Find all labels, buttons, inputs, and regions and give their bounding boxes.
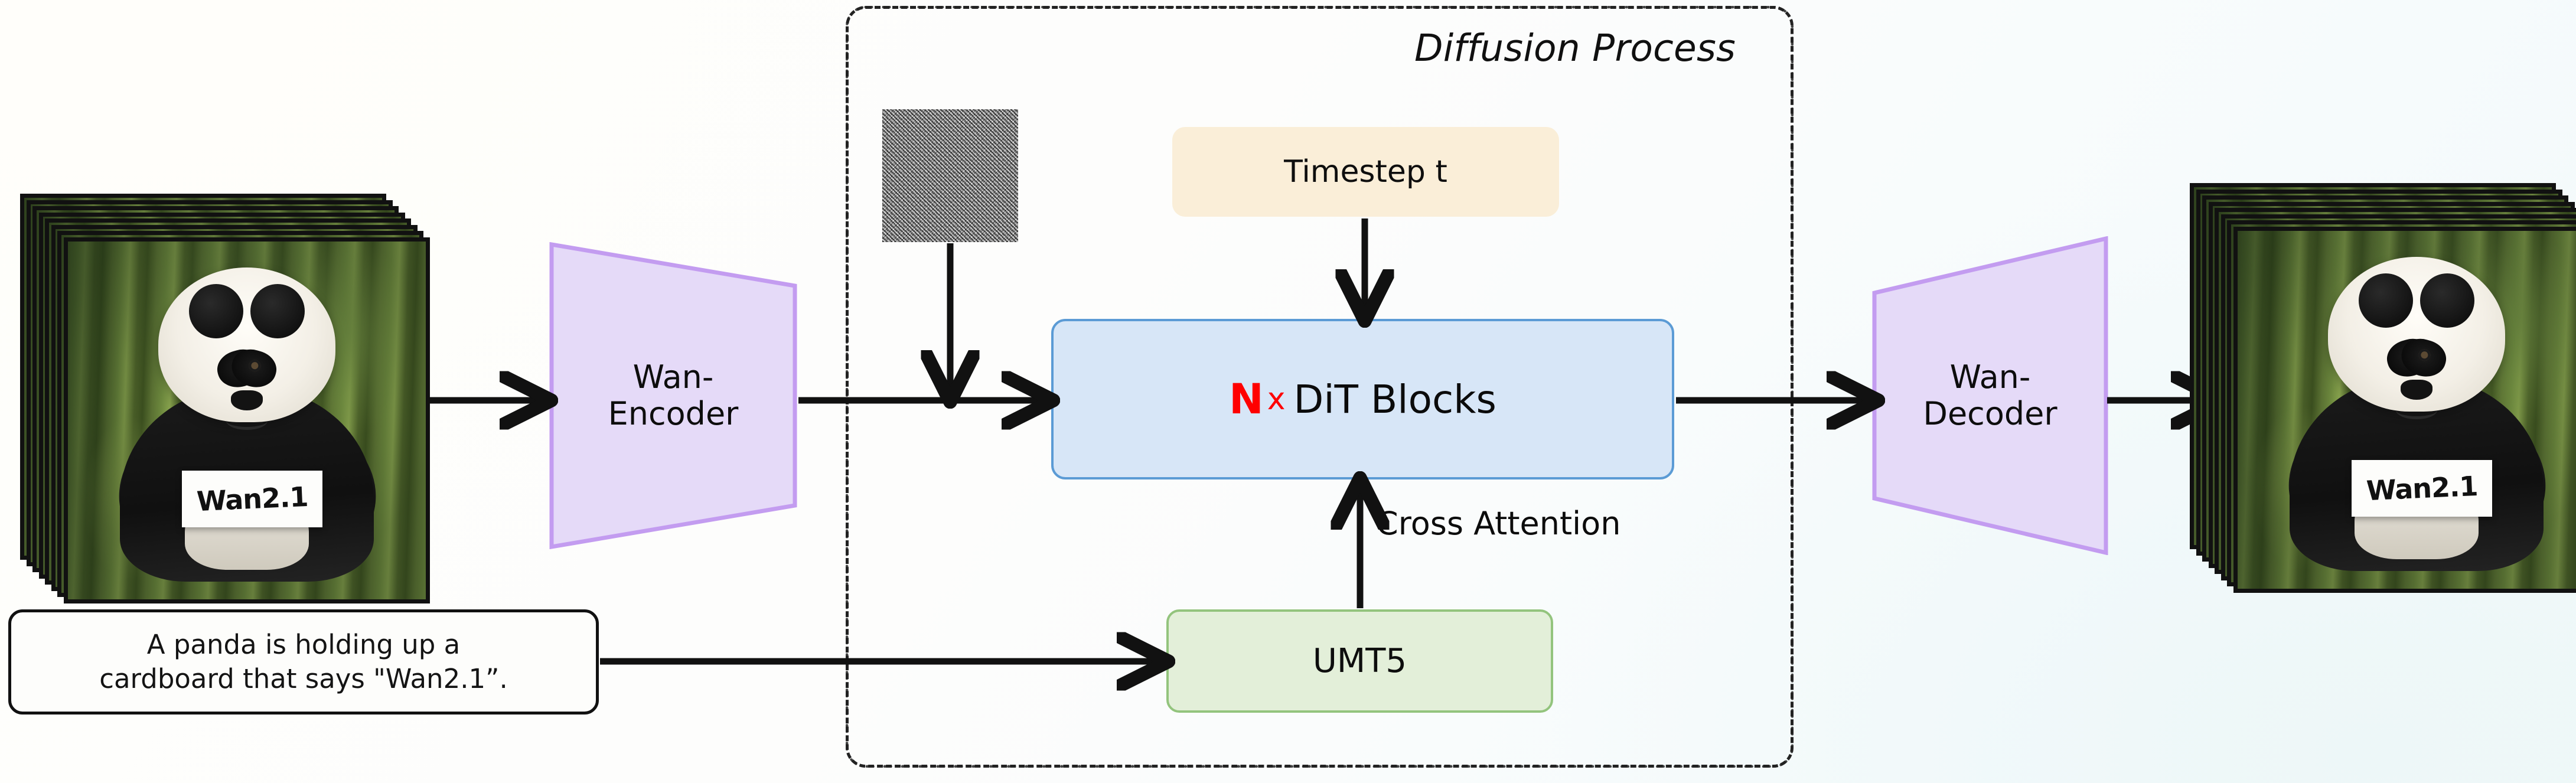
cross-attention-label: Cross Attention: [1376, 505, 1621, 542]
dit-multiply-sign: x: [1267, 381, 1286, 417]
umt5-label: UMT5: [1312, 642, 1407, 680]
panda-nose: [2400, 380, 2432, 400]
umt5-text-encoder-box: UMT5: [1166, 609, 1553, 713]
encoder-label-line-1: Wan-: [632, 358, 714, 396]
prompt-line-1: A panda is holding up a: [146, 628, 461, 660]
cardboard-sign: Wan2.1: [2351, 460, 2492, 517]
decoder-trapezoid-shape: [1872, 236, 2108, 555]
dit-blocks-box: N x DiT Blocks: [1051, 319, 1674, 479]
panda-mouth: [2395, 401, 2437, 420]
timestep-label: Timestep t: [1284, 154, 1447, 190]
panda-right-pupil: [2417, 347, 2432, 363]
panda-subject: Wan2.1: [2277, 231, 2557, 572]
encoder-trapezoid-shape: [549, 242, 797, 549]
cardboard-sign-text: Wan2.1: [2365, 470, 2479, 507]
video-frame-scene: Wan2.1: [2237, 230, 2576, 589]
panda-left-ear: [2358, 273, 2413, 328]
diffusion-process-region: [846, 6, 1794, 768]
dit-blocks-label: DiT Blocks: [1293, 376, 1496, 422]
panda-head: [158, 267, 335, 430]
panda-mouth: [226, 412, 268, 430]
panda-right-ear: [250, 284, 305, 339]
video-frame: Wan2.1: [63, 237, 430, 603]
diffusion-process-label: Diffusion Process: [1414, 27, 1736, 70]
decoder-label-line-1: Wan-: [1949, 358, 2031, 396]
timestep-box: Timestep t: [1172, 127, 1559, 217]
decoder-label-line-2: Decoder: [1923, 395, 2057, 432]
panda-left-ear: [188, 284, 243, 339]
video-frame: Wan2.1: [2233, 226, 2576, 593]
cardboard-sign: Wan2.1: [181, 471, 322, 528]
video-frame-scene: Wan2.1: [67, 241, 426, 599]
encoder-label-line-2: Encoder: [608, 395, 739, 432]
prompt-line-2: cardboard that says "Wan2.1”.: [99, 663, 508, 694]
panda-right-ear: [2420, 273, 2474, 328]
cardboard-sign-text: Wan2.1: [195, 481, 309, 518]
prompt-text-box: A panda is holding up a cardboard that s…: [8, 609, 599, 715]
wan-decoder-label: Wan- Decoder: [1872, 236, 2108, 555]
wan-decoder-block: Wan- Decoder: [1872, 236, 2108, 555]
panda-head: [2327, 257, 2505, 420]
dit-repeat-count: N: [1229, 375, 1264, 423]
wan-encoder-label: Wan- Encoder: [549, 242, 797, 549]
gaussian-noise-patch: [882, 109, 1018, 242]
panda-subject: Wan2.1: [107, 242, 387, 582]
panda-right-pupil: [247, 358, 262, 373]
wan-encoder-block: Wan- Encoder: [549, 242, 797, 549]
panda-nose: [230, 390, 263, 411]
